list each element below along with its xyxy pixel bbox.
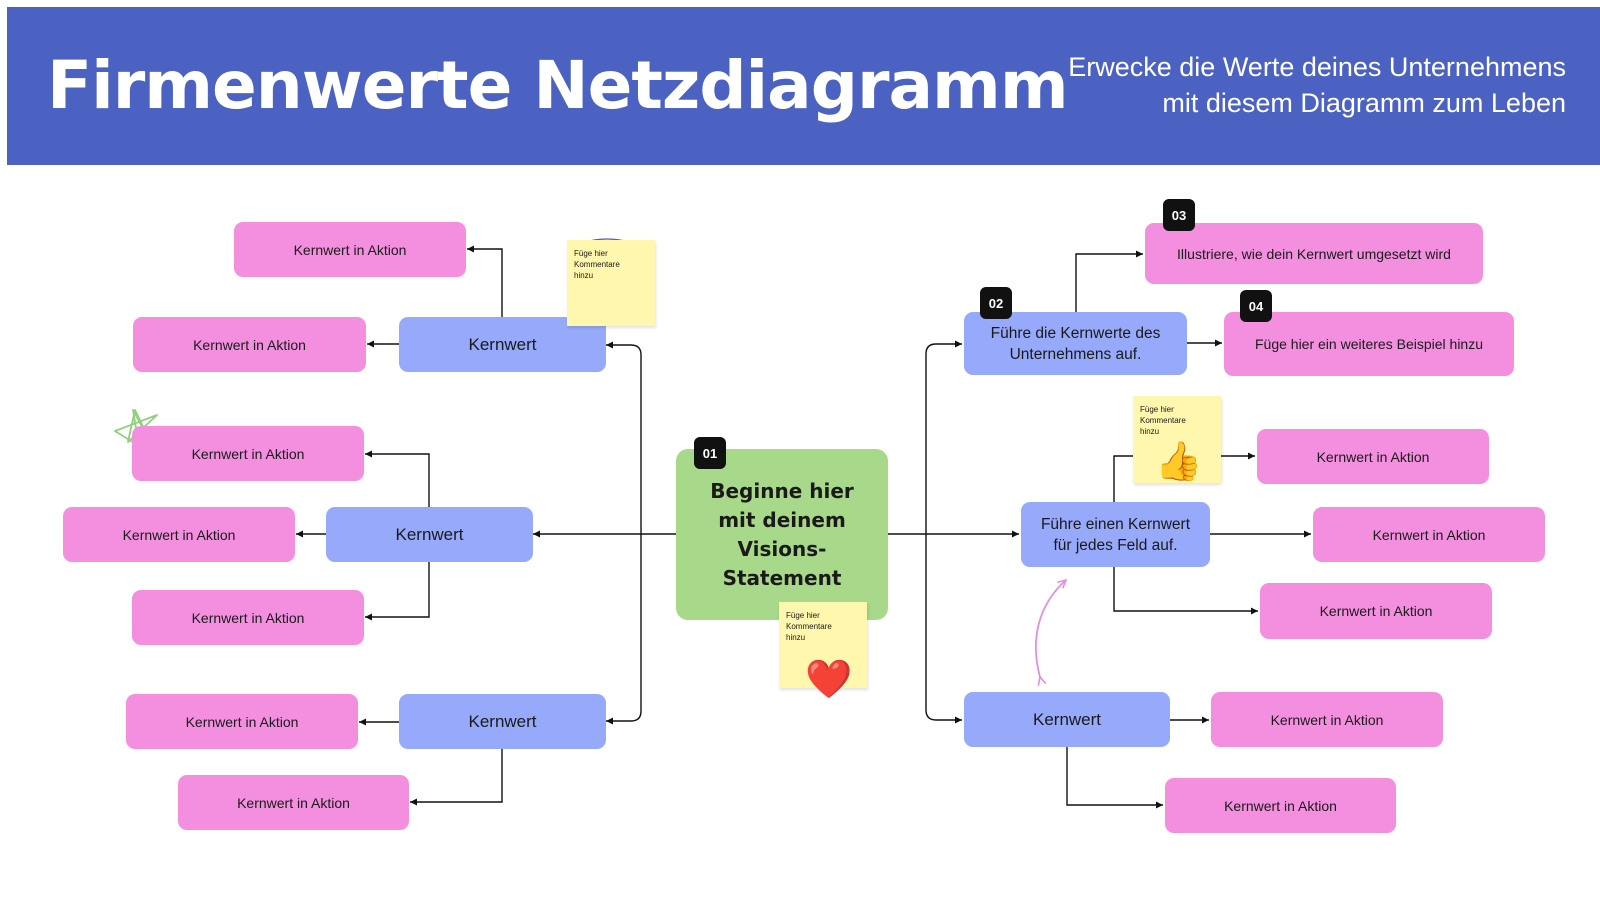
connector-center-left-top xyxy=(606,341,642,534)
connector-left-mid-action-1 xyxy=(365,450,430,507)
value-in-action-another-example[interactable]: Füge hier ein weiteres Beispiel hinzu xyxy=(1224,312,1514,376)
value-in-action-right-bottom-2[interactable]: Kernwert in Aktion xyxy=(1165,778,1396,833)
vision-statement-node[interactable]: Beginne hier mit deinem Visions-Statemen… xyxy=(676,449,888,620)
connector-center-right-bottom xyxy=(925,534,962,724)
value-in-action-right-bottom-1[interactable]: Kernwert in Aktion xyxy=(1211,692,1443,747)
value-in-action-left-middle-1[interactable]: Kernwert in Aktion xyxy=(132,426,364,481)
value-in-action-left-bottom-1[interactable]: Kernwert in Aktion xyxy=(126,694,358,749)
core-value-right-top[interactable]: Führe die Kernwerte des Unternehmens auf… xyxy=(964,312,1187,375)
page-subtitle: Erwecke die Werte deines Unternehmens mi… xyxy=(966,49,1566,121)
sticky-note-top[interactable]: Füge hier Kommentare hinzu xyxy=(567,240,655,326)
thumbs-up-icon: 👍 xyxy=(1155,441,1203,483)
subtitle-line-1: Erwecke die Werte deines Unternehmens xyxy=(1068,52,1566,82)
connector-right-mid-action-3 xyxy=(1113,567,1258,615)
value-in-action-left-middle-2[interactable]: Kernwert in Aktion xyxy=(63,507,295,562)
sticky-note-top-text: Füge hier Kommentare hinzu xyxy=(574,249,620,280)
core-value-right-middle-text: Führe einen Kernwert für jedes Feld auf. xyxy=(1040,515,1191,554)
value-in-action-left-middle-3[interactable]: Kernwert in Aktion xyxy=(132,590,364,645)
value-in-action-illustrate[interactable]: Illustriere, wie dein Kernwert umgesetzt… xyxy=(1145,223,1483,284)
connector-center-right-top xyxy=(925,340,962,534)
core-value-left-bottom[interactable]: Kernwert xyxy=(399,694,606,749)
connector-right-bottom-action-2 xyxy=(1066,747,1163,809)
subtitle-line-2: mit diesem Diagramm zum Leben xyxy=(1162,88,1566,118)
double-arrow-doodle-icon xyxy=(1034,580,1066,677)
vision-statement-text: Beginne hier mit deinem Visions-Statemen… xyxy=(710,478,854,590)
step-badge-04: 04 xyxy=(1240,290,1272,322)
value-in-action-right-middle-2[interactable]: Kernwert in Aktion xyxy=(1313,507,1545,562)
connector-right-top-action-03 xyxy=(1075,250,1143,312)
value-in-action-right-middle-3[interactable]: Kernwert in Aktion xyxy=(1260,583,1492,639)
sticky-note-right[interactable]: Füge hier Kommentare hinzu 👍 xyxy=(1133,396,1221,483)
core-value-right-top-text: Führe die Kernwerte des Unternehmens auf… xyxy=(990,324,1161,363)
header-banner: Firmenwerte Netzdiagramm Erwecke die Wer… xyxy=(7,7,1600,165)
page-title: Firmenwerte Netzdiagramm xyxy=(47,47,1069,124)
connector-left-mid-action-3 xyxy=(365,562,430,621)
step-badge-03: 03 xyxy=(1163,199,1195,231)
core-value-right-bottom[interactable]: Kernwert xyxy=(964,692,1170,747)
connector-left-top-action-1 xyxy=(467,245,503,317)
sticky-note-center-text: Füge hier Kommentare hinzu xyxy=(786,611,832,642)
connector-left-bottom-action-2 xyxy=(410,749,503,806)
sticky-note-center[interactable]: Füge hier Kommentare hinzu ❤️ xyxy=(779,602,867,700)
sticky-note-right-text: Füge hier Kommentare hinzu xyxy=(1140,405,1186,436)
core-value-left-top[interactable]: Kernwert xyxy=(399,317,606,372)
value-in-action-left-top-2[interactable]: Kernwert in Aktion xyxy=(133,317,366,372)
value-in-action-left-bottom-2[interactable]: Kernwert in Aktion xyxy=(178,775,409,830)
value-in-action-left-top-1[interactable]: Kernwert in Aktion xyxy=(234,222,466,277)
step-badge-02: 02 xyxy=(980,287,1012,319)
connector-center-left-bottom xyxy=(606,534,642,725)
core-value-right-middle[interactable]: Führe einen Kernwert für jedes Feld auf. xyxy=(1021,502,1210,567)
heart-icon: ❤️ xyxy=(805,659,853,701)
value-in-action-right-middle-1[interactable]: Kernwert in Aktion xyxy=(1257,429,1489,484)
step-badge-01: 01 xyxy=(694,437,726,469)
core-value-left-middle[interactable]: Kernwert xyxy=(326,507,533,562)
